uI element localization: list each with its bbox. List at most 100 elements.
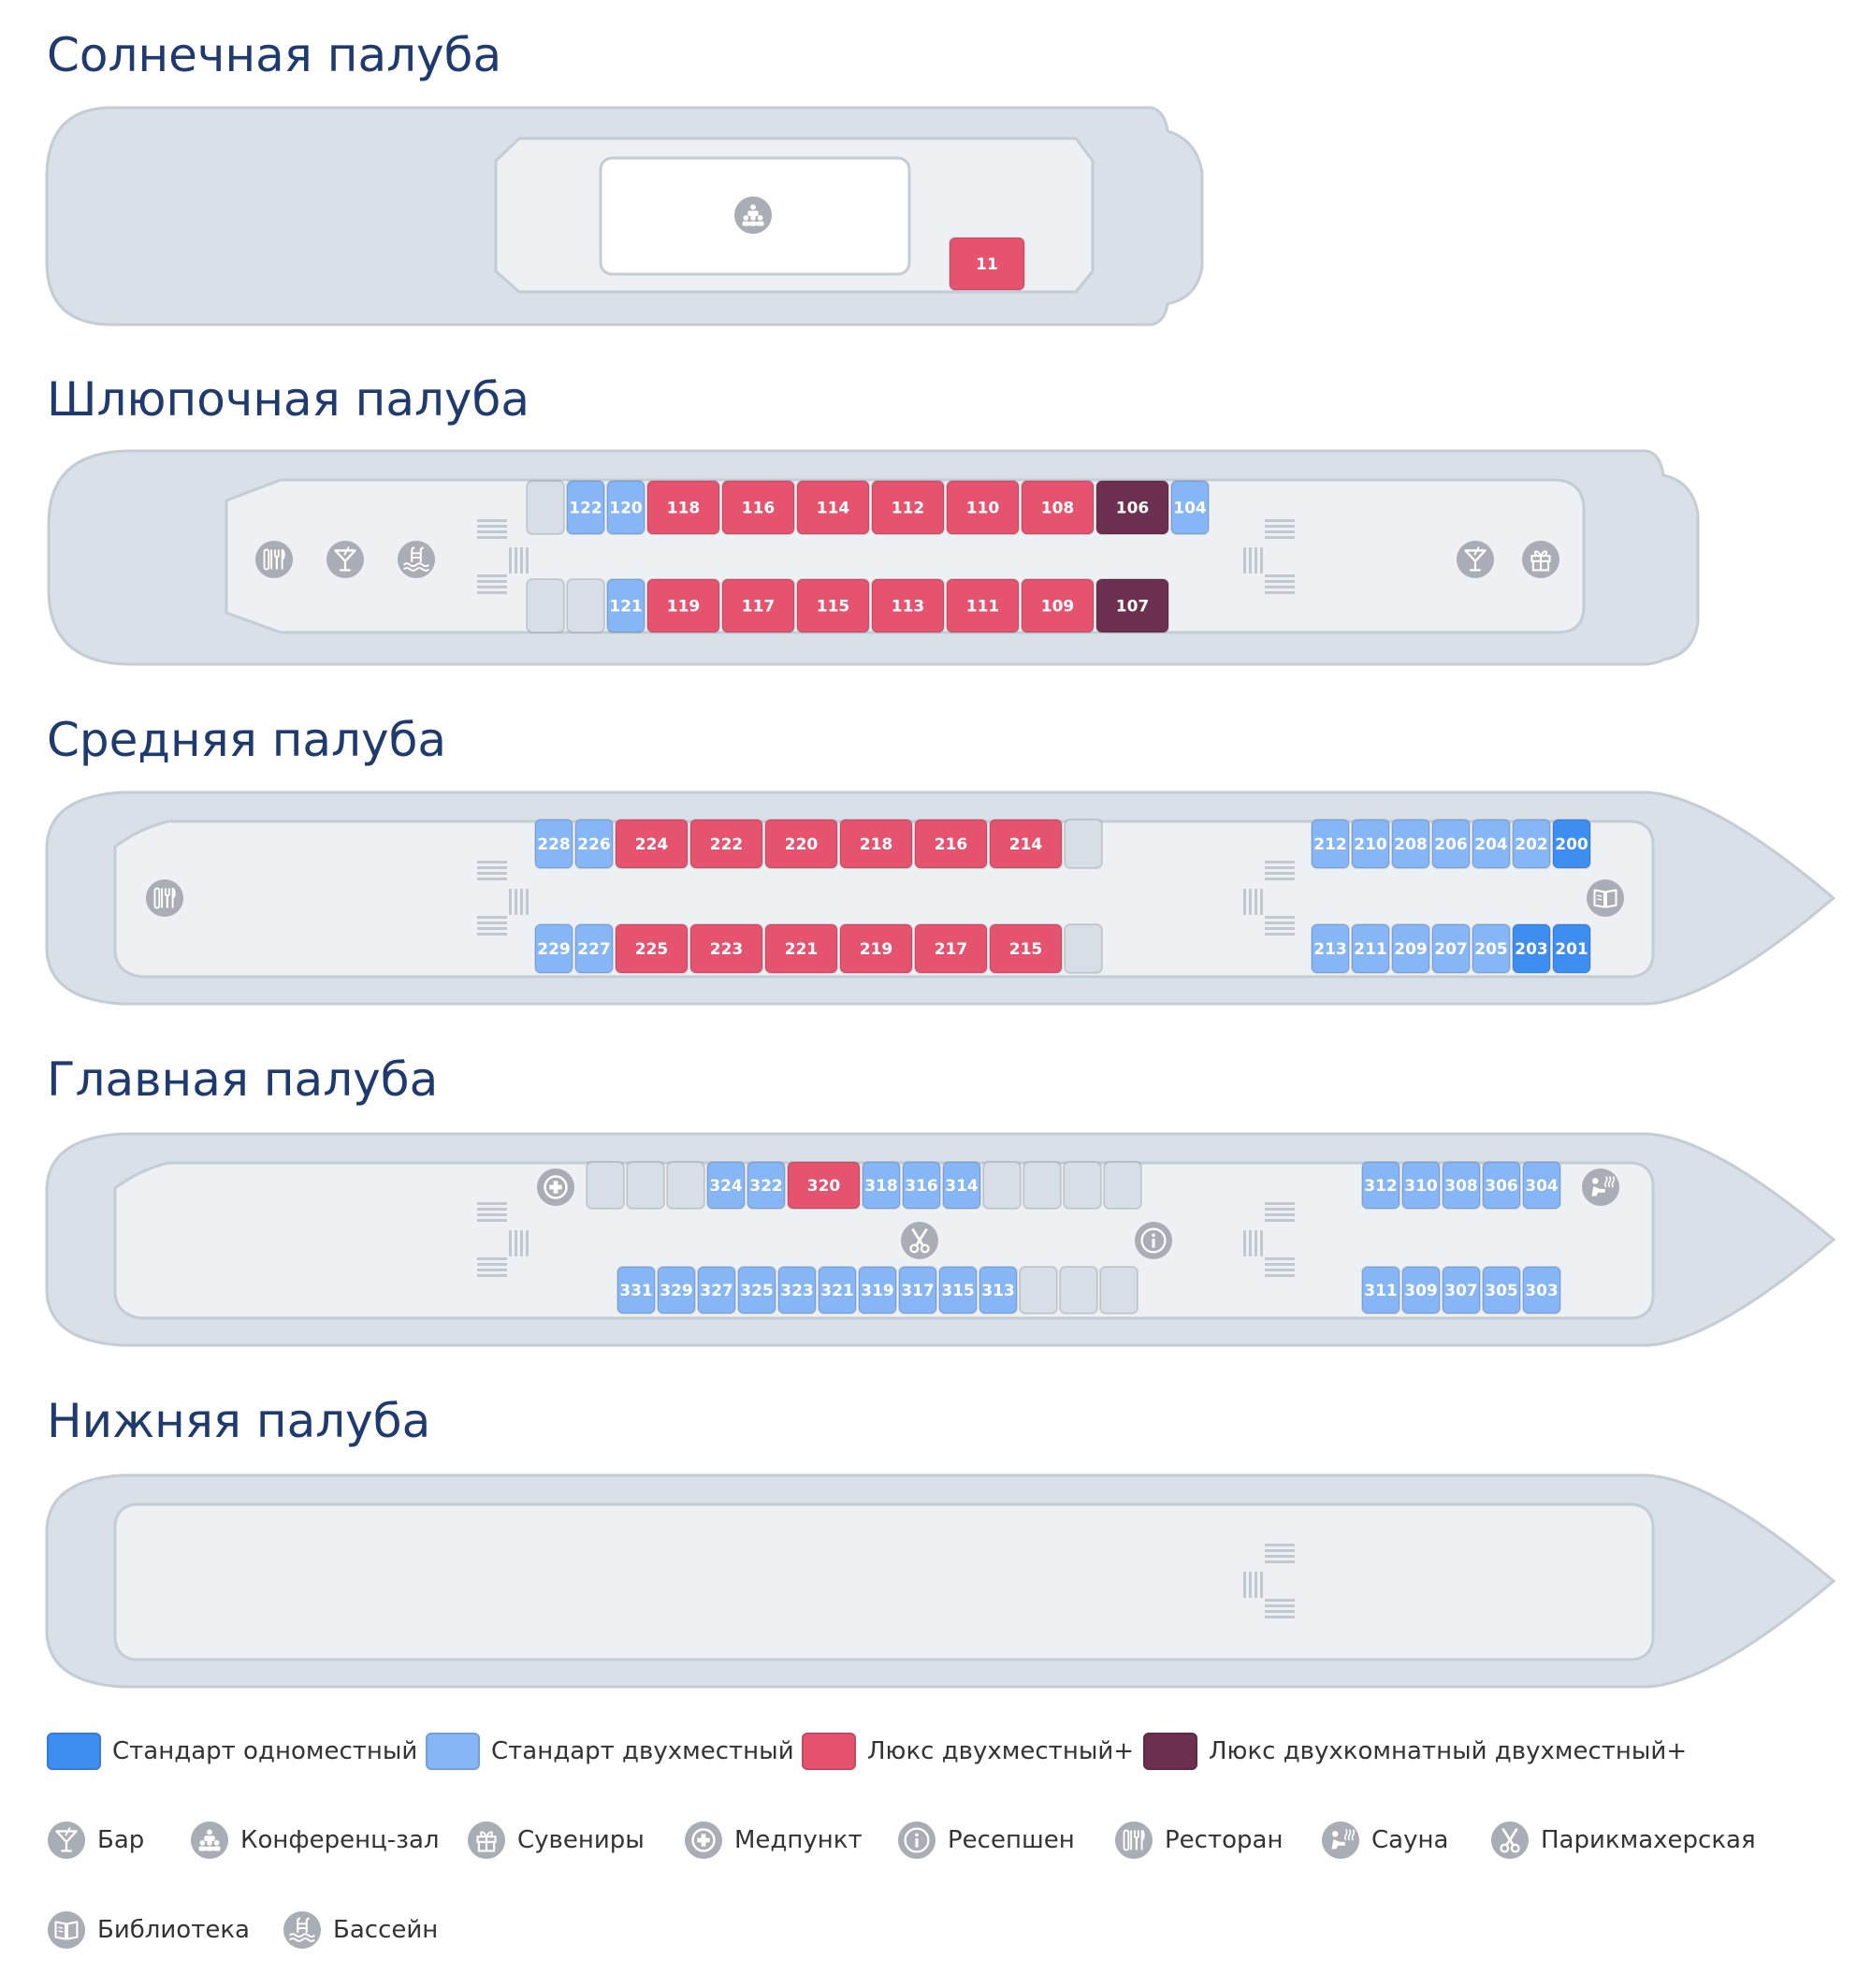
cabin-317[interactable] [898,1266,937,1314]
cabin-number-label: 200 [1555,835,1588,854]
cabin-211[interactable] [1351,923,1390,974]
cabin-320[interactable] [787,1161,861,1210]
scissors-icon[interactable] [900,1221,939,1260]
swatch-suite [1143,1733,1197,1770]
legend-restaurant-label: Ресторан [1165,1826,1284,1854]
cabin-305[interactable] [1482,1266,1521,1314]
cabin-202[interactable] [1512,819,1551,869]
cabin-218[interactable] [839,819,913,869]
legend-library-label: Библиотека [97,1916,250,1944]
cabin-316[interactable] [902,1161,941,1210]
cabin-322[interactable] [747,1161,786,1210]
cabin-107[interactable] [1095,578,1169,633]
cabin-110[interactable] [946,480,1020,535]
cabin-208[interactable] [1391,819,1430,869]
cabin-311[interactable] [1361,1266,1400,1314]
cabin-226[interactable] [574,819,614,869]
cabin-number-label: 116 [742,500,776,518]
cabin-number-label: 113 [892,598,925,617]
cabin-214[interactable] [989,819,1063,869]
cabin-319[interactable] [858,1266,897,1314]
cabin-119[interactable] [646,578,720,633]
cabin-331[interactable] [616,1266,656,1314]
cabin-216[interactable] [914,819,988,869]
cabin-203[interactable] [1512,923,1551,974]
cabin-321[interactable] [818,1266,857,1314]
medical-icon[interactable] [536,1168,575,1207]
cabin-104[interactable] [1170,480,1210,535]
bar-icon[interactable] [326,540,365,579]
cabin-121[interactable] [606,578,645,633]
conference-hall-icon[interactable] [733,196,773,235]
cabin-217[interactable] [914,923,988,974]
cabin-310[interactable] [1401,1161,1441,1210]
cabin-229[interactable] [534,923,573,974]
cabin-307[interactable] [1442,1266,1481,1314]
cabin-327[interactable] [697,1266,736,1314]
cabin-212[interactable] [1311,819,1350,869]
cabin-223[interactable] [689,923,763,974]
cabin-221[interactable] [764,923,838,974]
cabin-115[interactable] [796,578,870,633]
cabin-323[interactable] [777,1266,817,1314]
cabin-329[interactable] [657,1266,696,1314]
service-room [1064,819,1103,869]
cabin-213[interactable] [1311,923,1350,974]
book-icon[interactable] [1586,878,1625,918]
cabin-108[interactable] [1021,480,1095,535]
cabin-200[interactable] [1552,819,1591,869]
cabin-308[interactable] [1442,1161,1481,1210]
cabin-113[interactable] [871,578,945,633]
restaurant-icon[interactable] [254,540,294,579]
cabin-106[interactable] [1095,480,1169,535]
cabin-210[interactable] [1351,819,1390,869]
cabin-309[interactable] [1401,1266,1441,1314]
sun-deck-plan: 11 [45,106,1204,326]
cabin-207[interactable] [1431,923,1471,974]
cabin-11[interactable] [949,237,1025,291]
cabin-227[interactable] [574,923,614,974]
cabin-225[interactable] [615,923,689,974]
cabin-219[interactable] [839,923,913,974]
cabin-114[interactable] [796,480,870,535]
cabin-222[interactable] [689,819,763,869]
cabin-303[interactable] [1522,1266,1561,1314]
cabin-325[interactable] [737,1266,776,1314]
cabin-314[interactable] [942,1161,981,1210]
cabin-120[interactable] [606,480,645,535]
sauna-icon[interactable] [1581,1168,1620,1207]
cabin-117[interactable] [721,578,795,633]
cabin-201[interactable] [1552,923,1591,974]
cabin-111[interactable] [946,578,1020,633]
cabin-312[interactable] [1361,1161,1400,1210]
cabin-220[interactable] [764,819,838,869]
bar-icon[interactable] [1456,540,1495,579]
cabin-204[interactable] [1472,819,1511,869]
info-icon[interactable] [1134,1221,1173,1260]
cabin-112[interactable] [871,480,945,535]
cabin-116[interactable] [721,480,795,535]
cabin-109[interactable] [1021,578,1095,633]
cabin-324[interactable] [706,1161,746,1210]
cabin-306[interactable] [1482,1161,1521,1210]
cabin-228[interactable] [534,819,573,869]
cabin-118[interactable] [646,480,720,535]
restaurant-icon[interactable] [145,878,184,918]
cabin-304[interactable] [1522,1161,1561,1210]
gift-icon[interactable] [1521,540,1560,579]
cabin-205[interactable] [1472,923,1511,974]
cabin-313[interactable] [979,1266,1018,1314]
cabin-209[interactable] [1391,923,1430,974]
cabin-215[interactable] [989,923,1063,974]
cabin-315[interactable] [938,1266,978,1314]
cabin-number-label: 109 [1041,598,1075,617]
cabin-number-label: 225 [635,940,669,959]
pool-icon[interactable] [397,540,436,579]
legend-lux-label: Люкс двухместный+ [867,1737,1135,1765]
cabin-122[interactable] [566,480,605,535]
cabin-number-label: 220 [785,835,819,854]
cabin-318[interactable] [862,1161,901,1210]
cabin-206[interactable] [1431,819,1471,869]
cabin-224[interactable] [615,819,689,869]
boat-deck-title: Шлюпочная палуба [47,372,529,427]
